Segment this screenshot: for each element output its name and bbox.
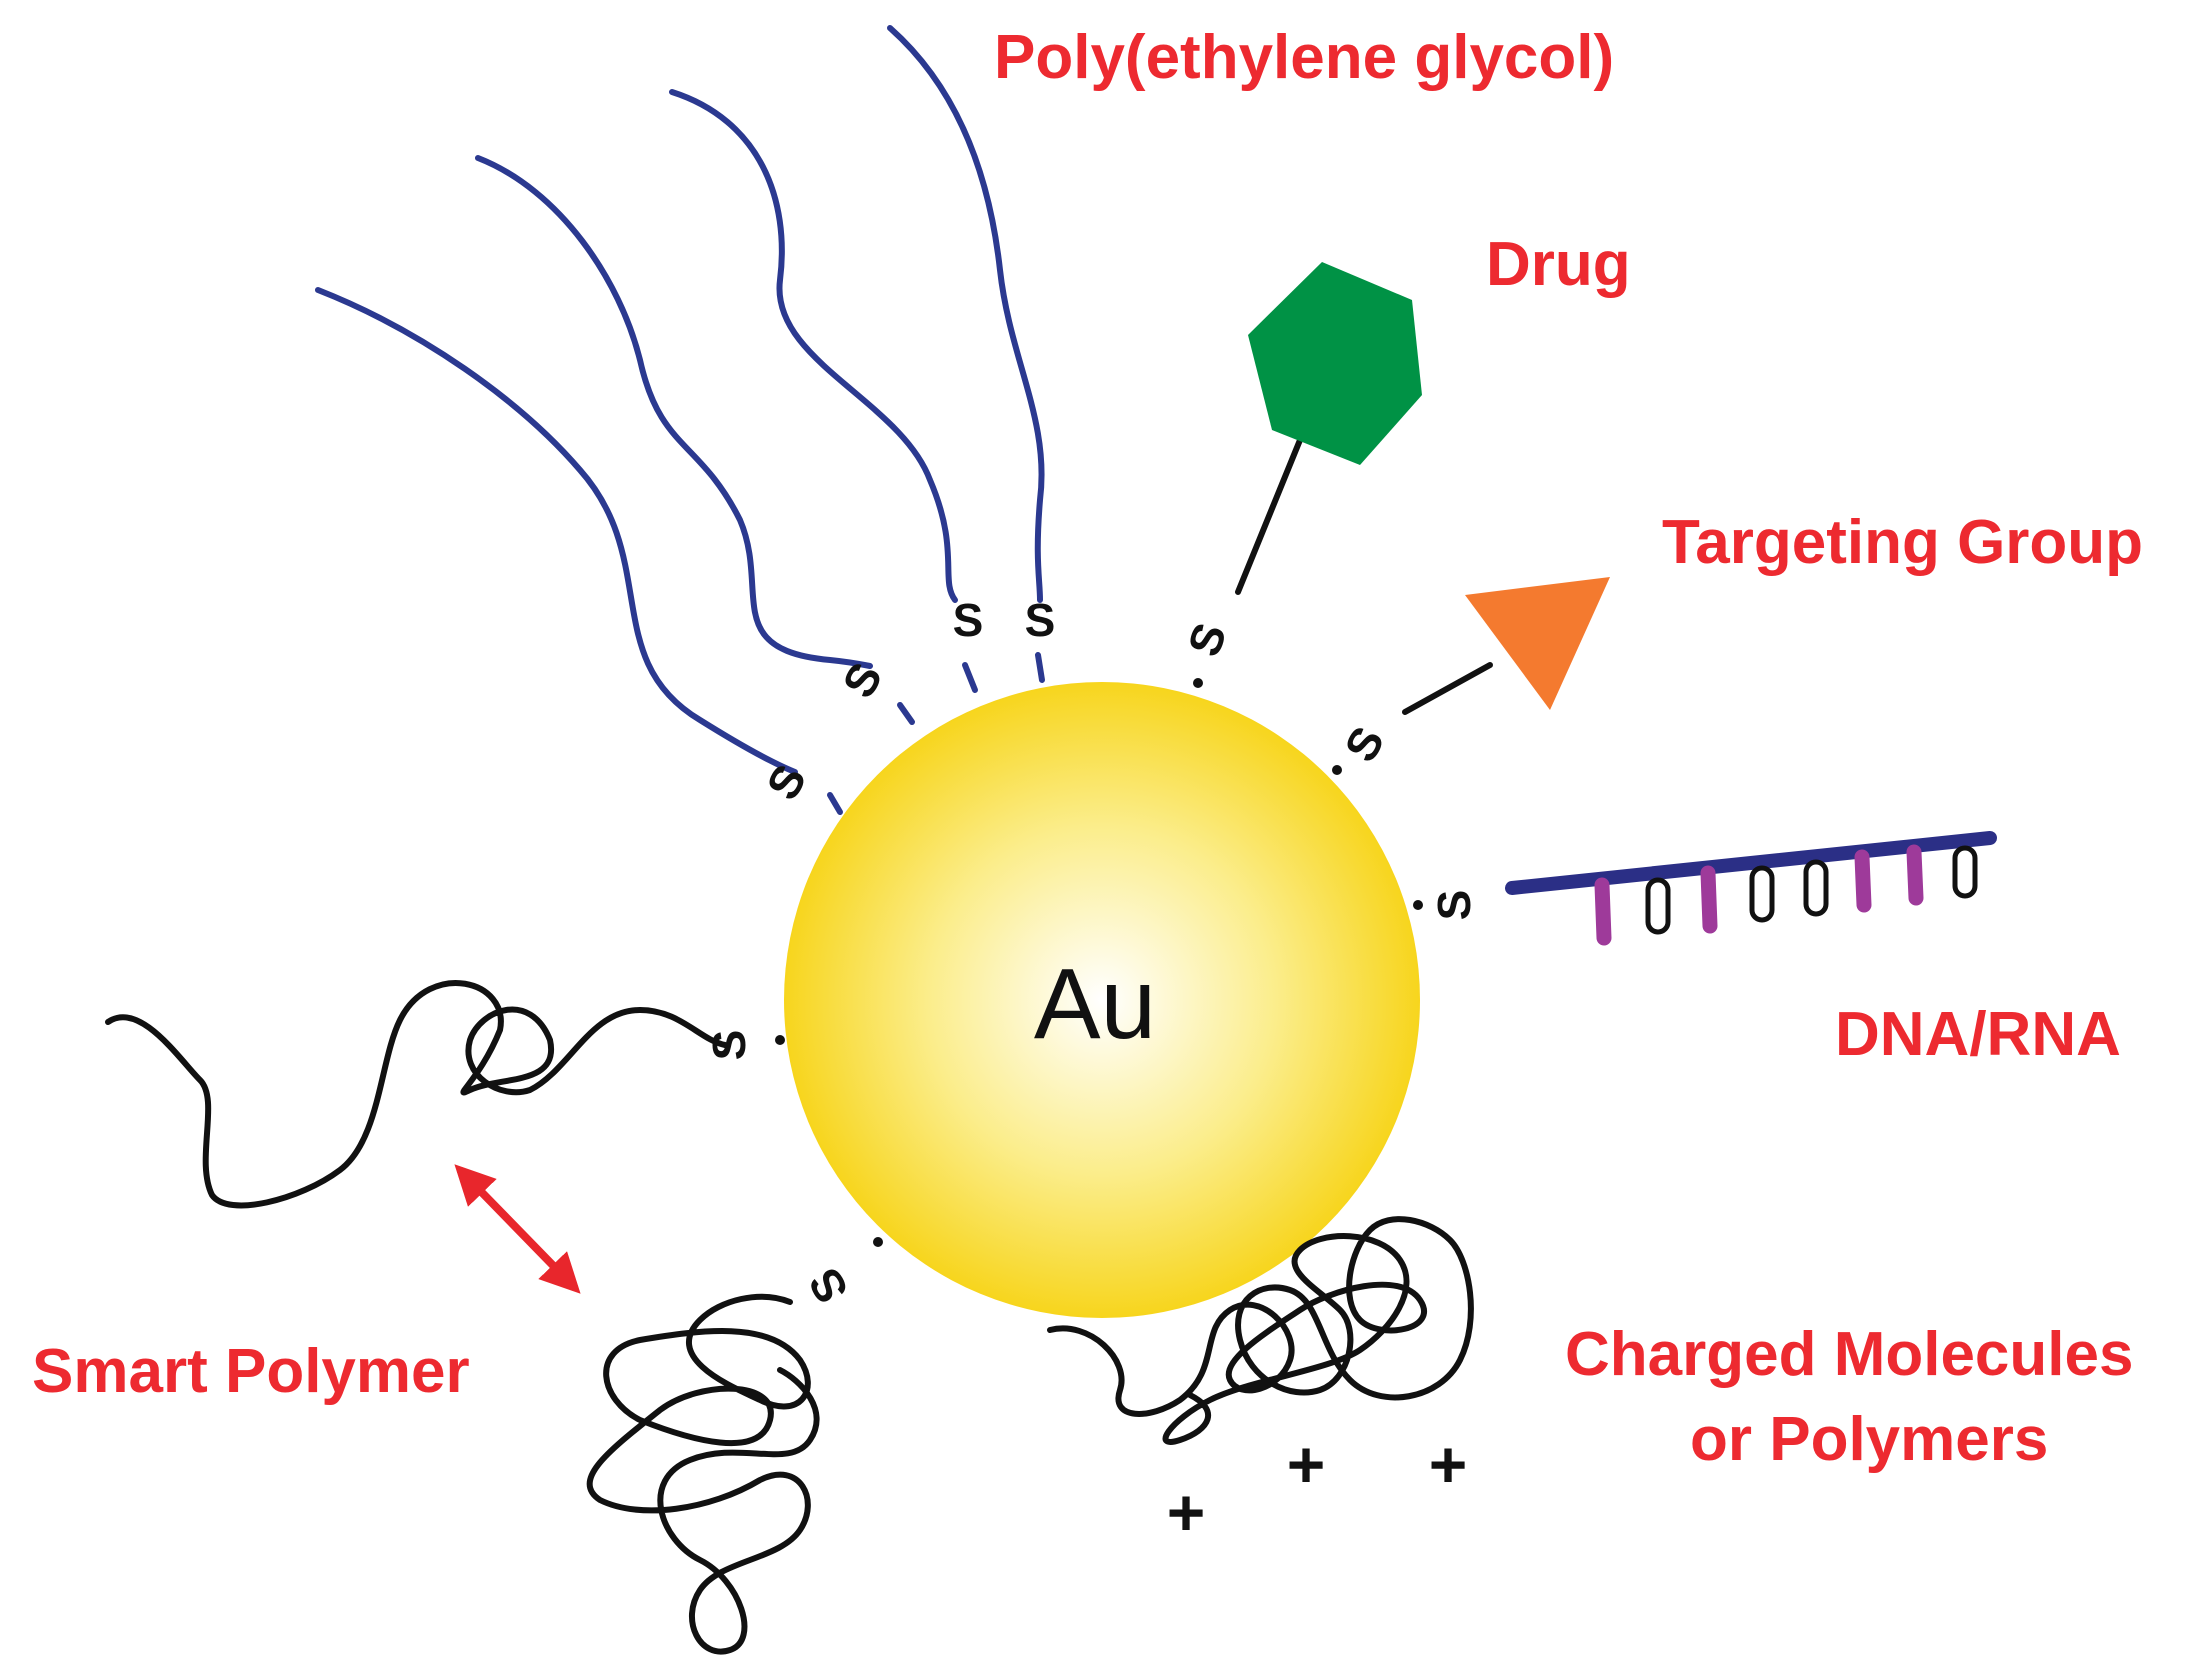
peg-chains — [315, 25, 1045, 815]
peg-chain-4 — [887, 25, 1045, 603]
label-charged-line-2: or Polymers — [1690, 1405, 2048, 1474]
peg-link-1 — [827, 792, 843, 815]
peg-link-3 — [962, 662, 978, 693]
targeting-triangle — [1465, 577, 1610, 710]
label-smart-polymer: Smart Polymer — [32, 1337, 470, 1406]
smart-polymer-coil — [586, 1293, 820, 1655]
sulfur-label-smart-2: S — [798, 1260, 858, 1313]
label-targeting-group: Targeting Group — [1662, 508, 2143, 577]
peg-chain-3 — [669, 89, 958, 603]
targeting-conjugate — [1402, 577, 1610, 715]
sulfur-label-peg-3: S — [953, 594, 984, 646]
tether-dots — [775, 678, 1423, 1247]
dna-bases-filled — [1594, 844, 1924, 946]
label-charged-line-1: Charged Molecules — [1565, 1320, 2133, 1389]
smart-polymer-extended — [105, 980, 728, 1209]
peg-link-4 — [1035, 652, 1045, 683]
tether-dot — [873, 1237, 883, 1247]
label-peg: Poly(ethylene glycol) — [994, 23, 1614, 92]
label-drug: Drug — [1486, 230, 1631, 299]
sulfur-label-peg-1: S — [756, 756, 816, 809]
drug-hexagon — [1248, 262, 1422, 465]
peg-link-2 — [897, 702, 915, 725]
label-dna-rna: DNA/RNA — [1835, 1000, 2121, 1069]
peg-chain-1 — [315, 287, 798, 775]
drug-linker — [1235, 437, 1303, 595]
charge-plus-2: + — [1287, 1427, 1326, 1501]
charge-symbols: + + + — [1167, 1427, 1468, 1549]
core-label: Au — [1034, 948, 1156, 1060]
peg-chain-2 — [475, 155, 873, 669]
sulfur-label-dna: S — [1428, 890, 1480, 921]
drug-conjugate — [1235, 262, 1422, 595]
smart-polymer-transition-arrow — [454, 1164, 581, 1294]
sulfur-label-drug: S — [1177, 616, 1236, 663]
charged-polymer-coil — [1047, 1216, 1474, 1445]
sulfur-label-targeting: S — [1334, 718, 1394, 771]
dna-strand — [1505, 831, 1997, 946]
dna-bases-open — [1645, 845, 1978, 935]
gold-core — [784, 682, 1420, 1318]
tether-dot — [1193, 678, 1203, 688]
sulfur-label-peg-4: S — [1025, 594, 1056, 646]
charge-plus-3: + — [1429, 1427, 1468, 1501]
targeting-linker — [1402, 662, 1493, 715]
tether-dot — [1332, 765, 1342, 775]
sulfur-label-smart-1: S — [703, 1030, 755, 1061]
tether-dot — [775, 1035, 785, 1045]
charge-plus-1: + — [1167, 1475, 1206, 1549]
tether-dot — [1413, 900, 1423, 910]
